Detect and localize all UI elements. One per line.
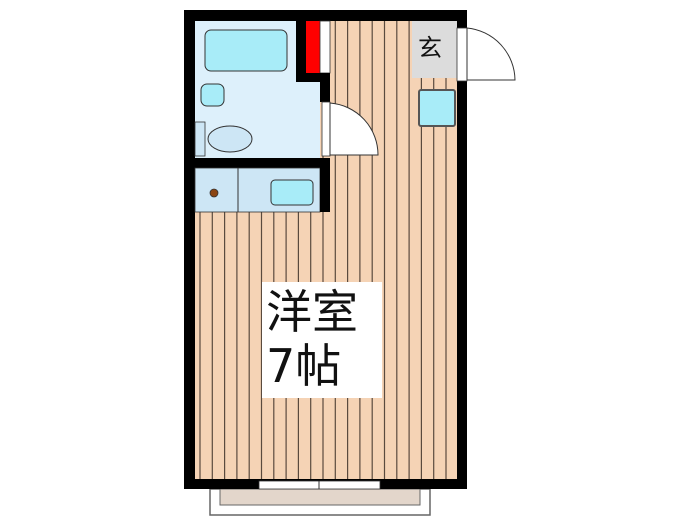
closet-door: [319, 20, 331, 74]
entrance-label: 玄: [418, 34, 442, 62]
closet-red: [306, 21, 320, 73]
genkan: [412, 21, 457, 78]
wall-horizontal: [184, 158, 330, 168]
wall-kitchen-right: [320, 158, 330, 212]
wall-toilet-right: [320, 82, 330, 102]
room-size: 7帖: [266, 339, 342, 393]
entrance-door-opening: [456, 27, 468, 82]
room-label: 洋室 7帖: [262, 282, 382, 398]
sink: [270, 179, 314, 206]
balcony: [219, 488, 421, 506]
washbasin: [200, 83, 225, 107]
toilet-tank: [194, 121, 206, 157]
bathtub: [204, 29, 288, 72]
toilet: [207, 125, 253, 153]
wall-closet: [306, 73, 330, 82]
washing-machine-pan: [418, 89, 456, 127]
room-name: 洋室: [266, 285, 358, 339]
toilet-door-frame: [321, 101, 331, 157]
toilet-door-swing: [329, 102, 379, 156]
entrance-door-swing: [466, 27, 516, 81]
wall-bath: [296, 21, 306, 82]
stove-burner: [209, 188, 219, 198]
